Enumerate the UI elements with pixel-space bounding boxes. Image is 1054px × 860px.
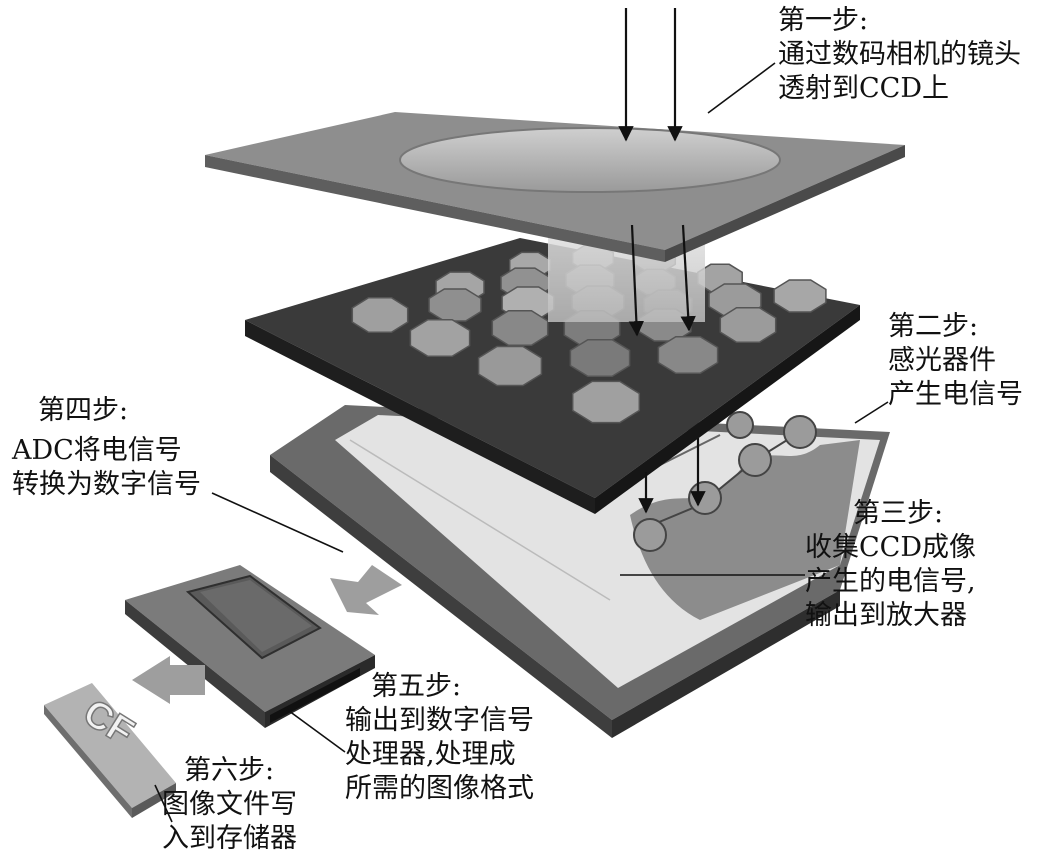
step2-label: 第二步: 感光器件 产生电信号 [888, 310, 1023, 412]
step2-heading: 第二步: [888, 310, 1023, 344]
step3-heading: 第三步: [805, 497, 976, 531]
step3-line3: 输出到放大器 [805, 599, 976, 633]
step3-label: 第三步: 收集CCD成像 产生的电信号, 输出到放大器 [805, 497, 976, 633]
sensor-cell [492, 311, 547, 345]
step5-label: 第五步: 输出到数字信号 处理器,处理成 所需的图像格式 [345, 670, 534, 806]
step3-line1: 收集CCD成像 [805, 531, 976, 565]
sensor-cell [429, 289, 481, 321]
step1-line1: 通过数码相机的镜头 [778, 38, 1021, 72]
sensor-cell [410, 320, 469, 357]
step5-line3: 所需的图像格式 [345, 772, 534, 806]
sensor-cell [658, 337, 717, 374]
sensor-cell [720, 308, 775, 342]
step4-label: 第四步: ADC将电信号 转换为数字信号 [12, 394, 201, 502]
step1-heading: 第一步: [778, 4, 1021, 38]
sensor-cell [352, 298, 407, 332]
step5-line2: 处理器,处理成 [345, 738, 534, 772]
sensor-cell [573, 381, 640, 422]
sensor-cell [774, 280, 826, 312]
sensor-cell [479, 347, 542, 386]
step6-heading: 第六步: [162, 754, 297, 788]
step4-line1: ADC将电信号 [12, 434, 201, 468]
step1-line2: 透射到CCD上 [778, 72, 1021, 106]
flow-arrow-to-adc [330, 565, 402, 615]
step1-label: 第一步: 通过数码相机的镜头 透射到CCD上 [778, 4, 1021, 106]
sensor-cell [570, 340, 629, 377]
step6-label: 第六步: 图像文件写 入到存储器 [162, 754, 297, 856]
step6-line2: 入到存储器 [162, 822, 297, 856]
step2-line1: 感光器件 [888, 344, 1023, 378]
step6-line1: 图像文件写 [162, 788, 297, 822]
step2-line2: 产生电信号 [888, 378, 1023, 412]
step5-heading: 第五步: [345, 670, 534, 704]
step4-heading: 第四步: [12, 394, 201, 428]
step5-line1: 输出到数字信号 [345, 704, 534, 738]
step3-line2: 产生的电信号, [805, 565, 976, 599]
step4-line2: 转换为数字信号 [12, 468, 201, 502]
